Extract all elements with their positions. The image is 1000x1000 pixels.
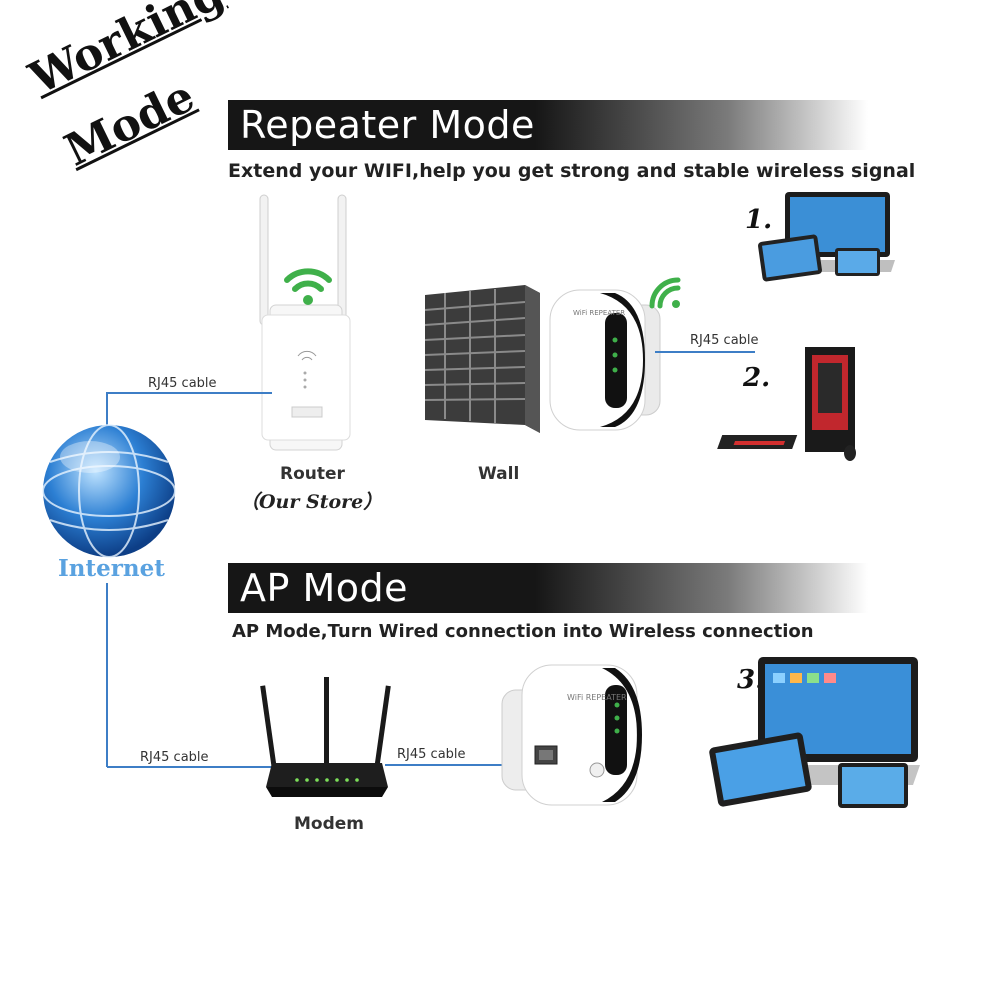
repeater-device-text: WiFi REPEATER	[573, 309, 625, 317]
internet-to-modem-line	[106, 583, 108, 767]
laptop-tablet-phone-icon	[758, 192, 895, 282]
ap-left-cable-line	[107, 766, 272, 768]
laptop-devices-icon	[709, 657, 920, 808]
ap-right-cable-label: RJ45 cable	[397, 747, 466, 762]
desktop-pc-icon	[717, 347, 856, 461]
internet-to-router-line	[106, 392, 108, 430]
modem-label: Modem	[294, 814, 365, 834]
ap-mode-subtitle: AP Mode,Turn Wired connection into Wirel…	[232, 621, 814, 642]
router-illustration	[259, 194, 351, 451]
repeater-left-cable-line	[107, 392, 272, 394]
ap-repeater-device: WiFi REPEATER	[501, 664, 642, 806]
brick-wall-illustration	[424, 285, 540, 433]
router-label: Router	[280, 464, 345, 484]
router-sublabel: （Our Store）	[240, 491, 383, 513]
ap-mode-title: AP Mode	[240, 566, 409, 610]
wall-label: Wall	[478, 464, 520, 484]
ap-mode-banner: AP Mode	[228, 563, 868, 613]
wifi-repeater-device: WiFi REPEATER	[549, 289, 661, 431]
globe-icon	[42, 424, 176, 558]
repeater-mode-title: Repeater Mode	[240, 103, 535, 147]
device-number-1: 1.	[745, 205, 773, 235]
wifi-signal-icon	[649, 277, 681, 309]
internet-label: Internet	[58, 555, 165, 582]
repeater-mode-banner: Repeater Mode	[228, 100, 868, 150]
ap-left-cable-label: RJ45 cable	[140, 750, 209, 765]
wifi-icon	[284, 268, 332, 305]
repeater-mode-subtitle: Extend your WIFI,help you get strong and…	[228, 160, 916, 182]
repeater-left-cable-label: RJ45 cable	[148, 376, 217, 391]
ap-repeater-device-text: WiFi REPEATER	[567, 693, 627, 702]
ap-right-cable-line	[385, 764, 535, 766]
modem-illustration	[260, 677, 391, 797]
repeater-right-cable-line	[655, 351, 755, 353]
repeater-right-cable-label: RJ45 cable	[690, 333, 759, 348]
device-number-2: 2.	[743, 363, 771, 393]
